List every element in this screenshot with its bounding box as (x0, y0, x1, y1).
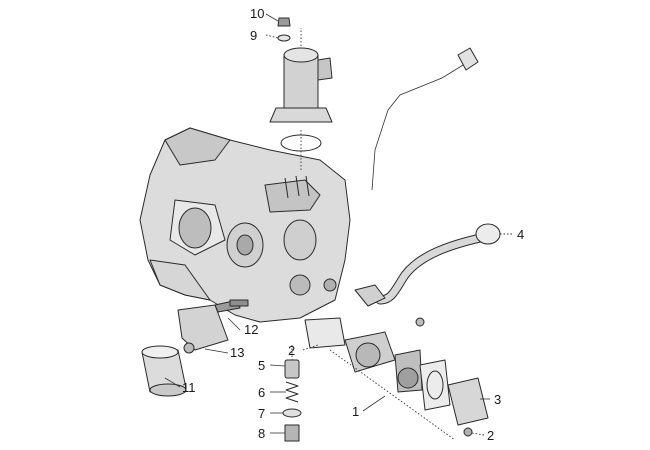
plug-spring-stack (282, 345, 302, 442)
callout-2-lower: 2 (487, 428, 494, 443)
oil-pump-assembly (304, 317, 489, 441)
crankcase-block (139, 127, 351, 323)
callout-1: 1 (352, 404, 359, 419)
oil-pipe (354, 223, 501, 327)
callout-5: 5 (258, 358, 265, 373)
callout-11: 11 (182, 380, 196, 395)
callout-4: 4 (517, 227, 524, 242)
dipstick (371, 47, 479, 191)
callout-2-upper: 2 (288, 343, 295, 358)
callout-12: 12 (244, 322, 258, 337)
callout-9: 9 (250, 28, 257, 43)
callout-7: 7 (258, 406, 265, 421)
oil-filter-group (141, 299, 249, 397)
filler-neck-assembly (269, 17, 333, 170)
callouts: 10 9 4 12 2 13 5 11 6 3 1 7 8 2 (182, 6, 524, 443)
callout-3: 3 (494, 392, 501, 407)
callout-6: 6 (258, 385, 265, 400)
callout-8: 8 (258, 426, 265, 441)
leader-lines (164, 13, 514, 436)
callout-10: 10 (250, 6, 264, 21)
callout-13: 13 (230, 345, 244, 360)
